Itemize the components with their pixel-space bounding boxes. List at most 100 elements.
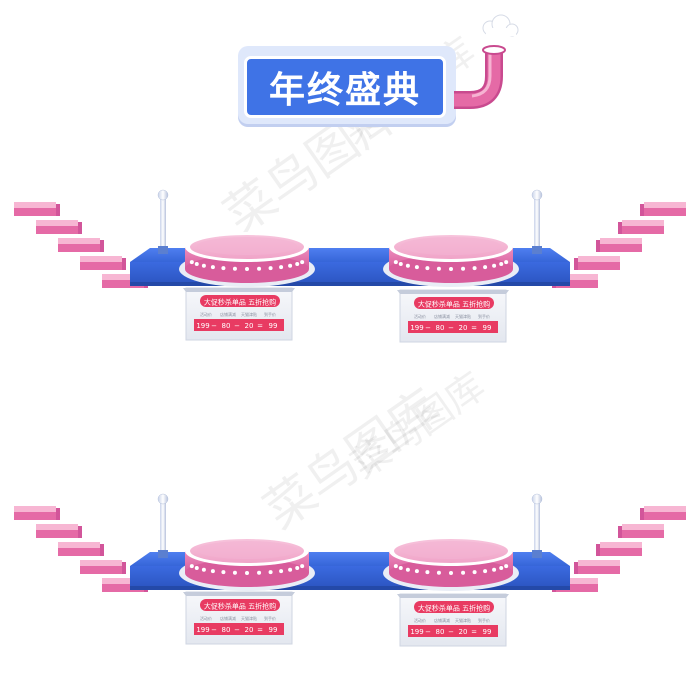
card-sublabel: 天猫津贴 [455, 313, 471, 319]
stud [492, 263, 497, 268]
stud [201, 567, 206, 572]
card-formula-token: 20 [245, 322, 254, 330]
card-sublabel: 活动价 [200, 311, 212, 317]
stair-step [596, 238, 642, 252]
stud [210, 265, 215, 270]
card-headline: 大促秒杀单品 五折抢购 [418, 300, 490, 309]
stud [245, 571, 249, 575]
card-formula-token: 199 [410, 324, 423, 332]
card-sublabel: 到手价 [478, 617, 490, 623]
stair-step [58, 542, 104, 556]
stud [504, 564, 509, 569]
card-formula-token: 99 [269, 322, 278, 330]
card-formula-token: − [425, 324, 431, 332]
card-formula-token: 80 [222, 322, 231, 330]
card-formula-token: = [471, 628, 477, 636]
card-sublabel: 天猫津贴 [455, 617, 471, 623]
stage-platform-edge [130, 282, 570, 286]
light-pole [531, 189, 543, 254]
stud [398, 262, 403, 266]
card-formula-token: 80 [222, 626, 231, 634]
card-headline: 大促秒杀单品 五折抢购 [418, 604, 490, 613]
stage-group: 大促秒杀单品 五折抢购活动价店铺满减天猫津贴到手价199−80−20=99大促秒… [14, 493, 686, 647]
stair-step [618, 524, 664, 538]
stud [288, 263, 293, 268]
stair-step [36, 524, 82, 538]
stair-step [14, 202, 60, 216]
stud [425, 266, 430, 271]
stud [398, 566, 403, 570]
podium [383, 536, 519, 591]
stud [472, 266, 477, 271]
stud [393, 564, 398, 569]
stud [210, 569, 215, 574]
stud [189, 260, 194, 265]
card-formula-token: = [257, 322, 263, 330]
card-formula-token: − [425, 628, 431, 636]
stud [194, 262, 199, 266]
stud [483, 569, 488, 574]
stair-step [640, 202, 686, 216]
stud [221, 570, 226, 575]
header-title: 年终盛典 [268, 70, 421, 111]
stud [257, 570, 262, 575]
stud [414, 569, 419, 574]
light-pole [157, 189, 169, 254]
price-card: 大促秒杀单品 五折抢购活动价店铺满减天猫津贴到手价199−80−20=99 [183, 591, 295, 645]
stud [504, 260, 509, 265]
pipe-icon [454, 14, 519, 109]
stud [279, 265, 284, 270]
cloud-icon [482, 14, 519, 37]
stud [295, 262, 300, 266]
card-sublabel: 活动价 [200, 615, 212, 621]
stud [288, 567, 293, 572]
stair-step [618, 220, 664, 234]
stair-step [574, 256, 620, 270]
stud [257, 266, 262, 271]
light-pole [531, 493, 543, 558]
card-formula-token: − [211, 626, 217, 634]
stud [472, 570, 477, 575]
card-sublabel: 天猫津贴 [241, 311, 257, 317]
stud [245, 267, 249, 271]
card-sublabel: 店铺满减 [434, 313, 450, 319]
card-sublabel: 店铺满减 [434, 617, 450, 623]
card-formula-token: = [257, 626, 263, 634]
card-formula-token: = [471, 324, 477, 332]
card-formula-token: 20 [459, 324, 468, 332]
stair-step [596, 542, 642, 556]
stud [194, 566, 199, 570]
card-formula-token: 99 [483, 628, 492, 636]
stair-step [36, 220, 82, 234]
stud [221, 266, 226, 271]
stud [405, 263, 410, 268]
stud [232, 266, 237, 271]
stud [232, 570, 237, 575]
card-formula-token: 199 [410, 628, 423, 636]
card-sublabel: 店铺满减 [220, 311, 236, 317]
card-formula-token: 80 [436, 324, 445, 332]
price-card: 大促秒杀单品 五折抢购活动价店铺满减天猫津贴到手价199−80−20=99 [183, 287, 295, 341]
card-sublabel: 到手价 [264, 615, 276, 621]
stud [436, 570, 441, 575]
card-formula-token: 99 [483, 324, 492, 332]
stud [268, 570, 273, 575]
card-formula-token: 80 [436, 628, 445, 636]
card-sublabel: 到手价 [478, 313, 490, 319]
card-formula-token: − [211, 322, 217, 330]
card-formula-token: 20 [459, 628, 468, 636]
header-sign: 年终盛典 [244, 56, 446, 118]
stage-group: 大促秒杀单品 五折抢购活动价店铺满减天猫津贴到手价199−80−20=99大促秒… [14, 189, 686, 343]
podium [179, 232, 315, 287]
light-pole [157, 493, 169, 558]
podium [179, 536, 315, 591]
price-card: 大促秒杀单品 五折抢购活动价店铺满减天猫津贴到手价199−80−20=99 [397, 289, 509, 343]
stud [499, 262, 504, 266]
card-sublabel: 到手价 [264, 311, 276, 317]
stud [295, 566, 300, 570]
stud [449, 571, 453, 575]
stud [414, 265, 419, 270]
stud [461, 266, 466, 271]
